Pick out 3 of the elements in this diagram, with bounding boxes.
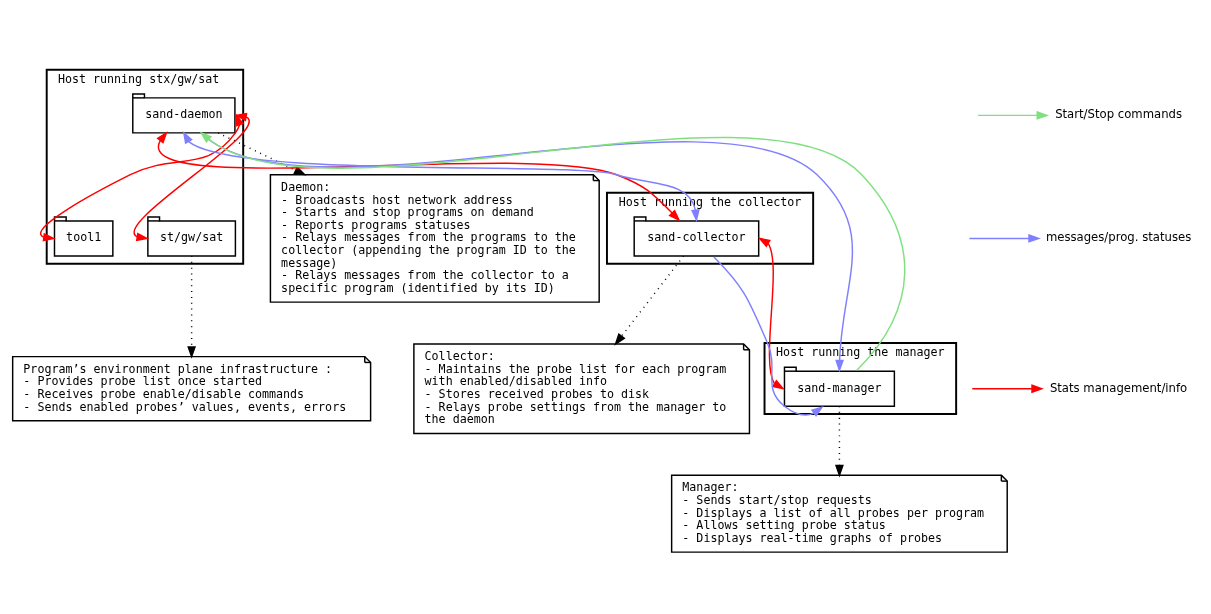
- legend-label: Stats management/info: [1049, 380, 1188, 395]
- legend-label: messages/prog. statuses: [1045, 230, 1192, 245]
- legend-label: Start/Stop commands: [1055, 107, 1183, 122]
